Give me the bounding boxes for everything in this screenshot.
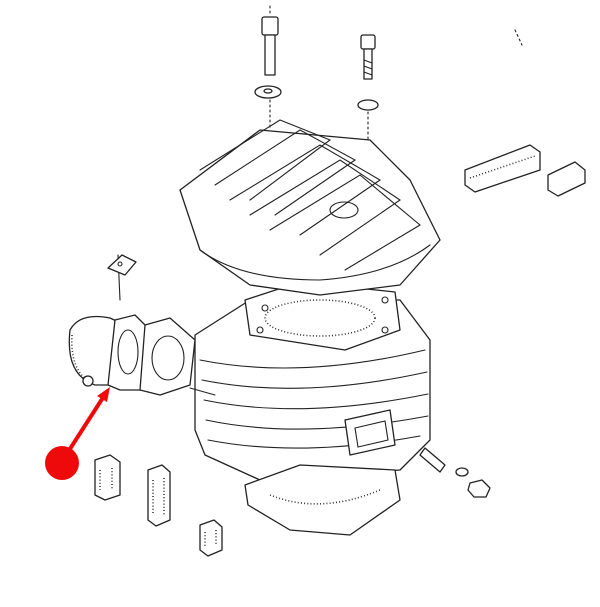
rubber-block-3 bbox=[94, 454, 121, 501]
nut bbox=[467, 479, 491, 498]
cylinder bbox=[194, 299, 431, 481]
washer-right bbox=[357, 99, 379, 111]
callout-arrowhead bbox=[97, 387, 110, 402]
head-bolt-left bbox=[261, 5, 279, 76]
callout-marker bbox=[45, 387, 110, 480]
head-bolt-right bbox=[360, 34, 376, 80]
head-gasket bbox=[244, 281, 401, 351]
rubber-block-5 bbox=[199, 519, 223, 557]
rubber-block-1 bbox=[464, 144, 541, 193]
rubber-block-2 bbox=[547, 161, 586, 197]
callout-dot bbox=[45, 446, 79, 480]
washer-small bbox=[455, 467, 469, 477]
bracket bbox=[107, 254, 137, 276]
washer-left bbox=[254, 85, 282, 99]
cylinder-head bbox=[179, 119, 441, 296]
callout-arrow bbox=[66, 394, 106, 454]
base-gasket bbox=[244, 464, 401, 536]
intake-manifold bbox=[68, 254, 216, 396]
stud bbox=[419, 447, 446, 473]
rubber-block-4 bbox=[147, 464, 171, 527]
